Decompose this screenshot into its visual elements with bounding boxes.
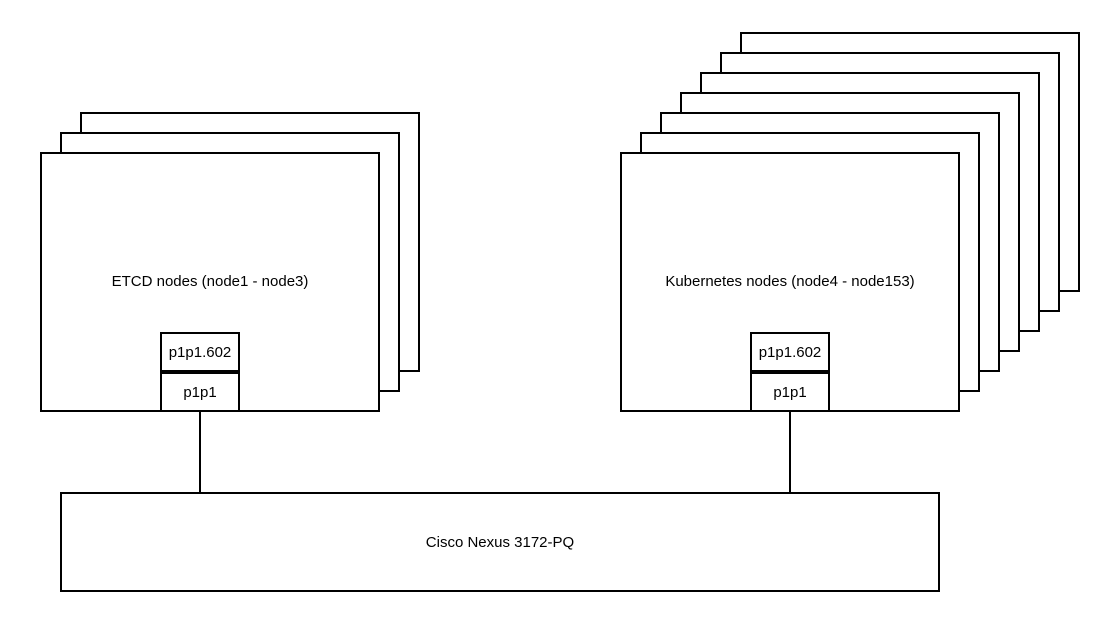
etcd-to-switch-link [199,411,201,493]
kubernetes-nodes-label: Kubernetes nodes (node4 - node153) [665,273,915,290]
kubernetes-to-switch-link [789,411,791,493]
switch-box: Cisco Nexus 3172-PQ [60,492,940,592]
etcd-nodes-label: ETCD nodes (node1 - node3) [111,273,309,290]
etcd-physical-port-box: p1p1 [160,372,240,412]
etcd-vlan-port-box: p1p1.602 [160,332,240,372]
kubernetes-vlan-port-box: p1p1.602 [750,332,830,372]
kubernetes-physical-port-box: p1p1 [750,372,830,412]
kubernetes-nodes-box: Kubernetes nodes (node4 - node153) [620,152,960,412]
switch-label: Cisco Nexus 3172-PQ [425,533,575,551]
